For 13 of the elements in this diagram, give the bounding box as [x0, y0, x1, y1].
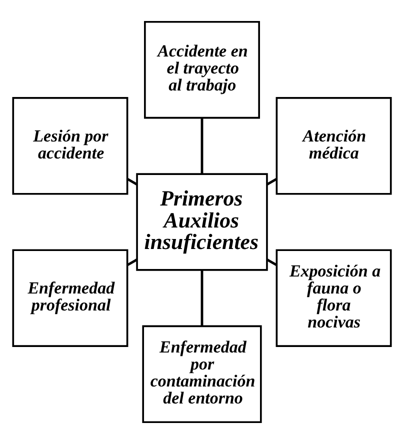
node-box: Primeros Auxilios insuficientes	[136, 173, 268, 271]
node-box: Enfermedad profesional	[12, 249, 128, 347]
node-box: Lesión por accidente	[12, 97, 128, 195]
connector	[126, 178, 138, 186]
node-box: Atención médica	[276, 97, 392, 195]
connector	[200, 270, 204, 326]
connector	[266, 178, 278, 186]
connector	[266, 258, 278, 266]
connector	[200, 118, 204, 174]
node-box: Enfermedad por contaminación del entorno	[142, 325, 262, 424]
node-box: Exposición a fauna o flora nocivas	[276, 249, 392, 347]
connector	[126, 258, 138, 266]
node-box: Accidente en el trayecto al trabajo	[144, 20, 260, 119]
